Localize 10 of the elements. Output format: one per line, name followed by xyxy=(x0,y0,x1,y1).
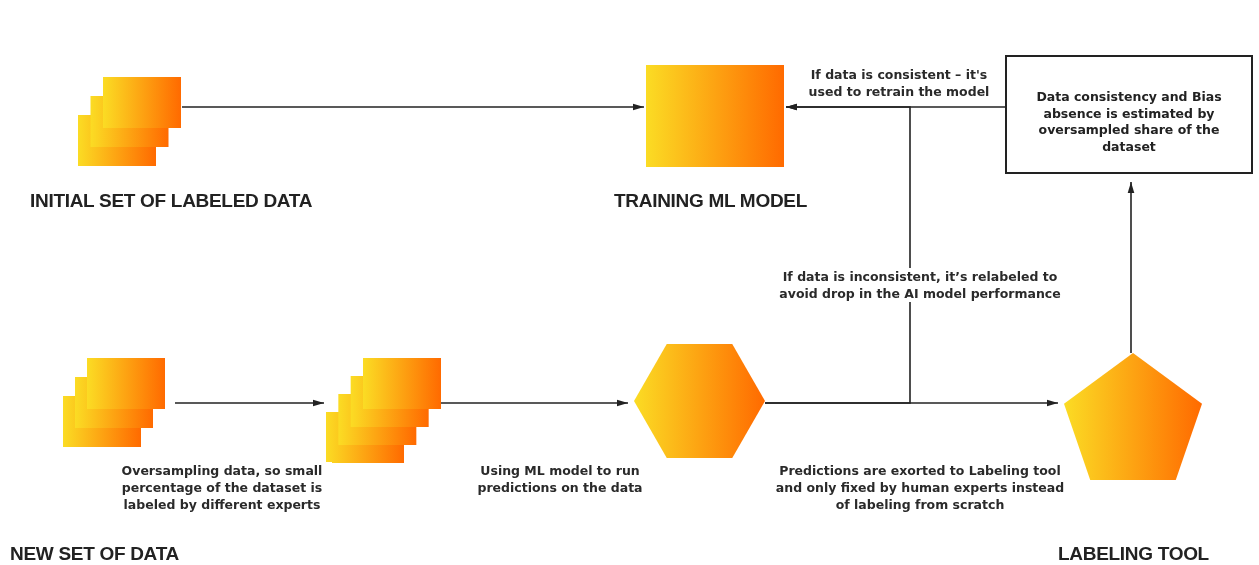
node-title: LABELING TOOL xyxy=(1058,543,1209,565)
arrow xyxy=(1127,181,1135,354)
arrow xyxy=(440,399,629,407)
box-text: Data consistency and Bias absence is estimated by oversampled share of the dataset xyxy=(1035,89,1223,155)
arrow xyxy=(181,103,645,111)
arrow xyxy=(764,103,911,404)
node-title: TRAINING ML MODEL xyxy=(614,190,807,212)
arrow xyxy=(174,399,325,407)
node-title: INITIAL SET OF LABELED DATA xyxy=(30,190,313,212)
node-title: NEW SET OF DATA xyxy=(10,543,179,565)
